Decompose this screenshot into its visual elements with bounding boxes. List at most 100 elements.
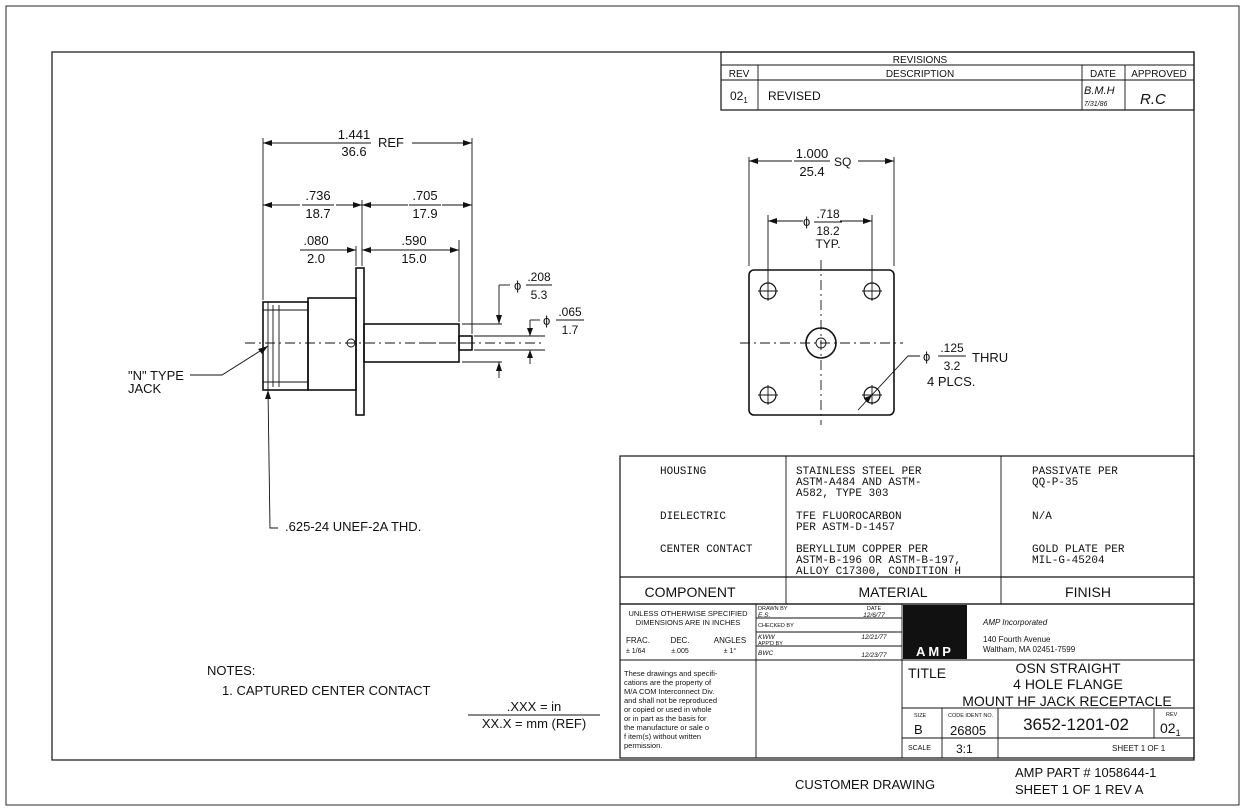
dim-body-length-mm: 15.0 xyxy=(401,251,426,266)
dim-flange-thickness-mm: 2.0 xyxy=(307,251,325,266)
finish-housing-line1: PASSIVATE PER xyxy=(1032,466,1118,478)
checked-by-value: KWW xyxy=(758,634,775,641)
revision-description: REVISED xyxy=(768,89,821,103)
drawn-date: 12/6/77 xyxy=(863,612,885,619)
finish-center-contact-line2: MIL-G-45204 xyxy=(1032,555,1105,567)
material-housing-line2: ASTM-A484 AND ASTM- xyxy=(796,477,921,489)
finish-center-contact-line1: GOLD PLATE PER xyxy=(1032,544,1125,556)
proprietary-line: or copied or used in whole xyxy=(624,705,712,714)
n-type-jack-body xyxy=(262,301,309,391)
revision-date-initials: B.M.H xyxy=(1084,85,1115,97)
material-table: HOUSING STAINLESS STEEL PER ASTM-A484 AN… xyxy=(619,455,1195,605)
finish-header: FINISH xyxy=(1065,584,1111,600)
jack-label-line1: "N" TYPE xyxy=(128,368,184,383)
unless-note-line1: UNLESS OTHERWISE SPECIFIED xyxy=(628,609,748,618)
dec-label: DEC. xyxy=(670,636,689,645)
revisions-table: REVISIONS REV DESCRIPTION DATE APPROVED … xyxy=(720,51,1195,111)
dim-front-length-inch: .736 xyxy=(305,188,330,203)
appd-date: 12/23/77 xyxy=(861,652,887,659)
notes: NOTES: 1. CAPTURED CENTER CONTACT .XXX =… xyxy=(207,663,600,731)
drawn-by-value: E.S. xyxy=(758,612,770,619)
flange xyxy=(355,267,365,416)
proprietary-notice: These drawings and specifi- cations are … xyxy=(624,669,718,750)
dim-pin-dia-mm: 1.7 xyxy=(562,323,579,337)
rev-column-header: REV xyxy=(729,69,750,80)
material-center-contact-line1: BERYLLIUM COPPER PER xyxy=(796,544,928,556)
checked-date: 12/21/77 xyxy=(861,634,887,641)
revision-approved-signature: R.C xyxy=(1140,91,1166,108)
material-housing-line1: STAINLESS STEEL PER xyxy=(796,466,922,478)
amp-part-number: AMP PART # 1058644-1 xyxy=(1015,765,1156,780)
units-inch: .XXX = in xyxy=(507,699,562,714)
dim-overall-length-mm: 36.6 xyxy=(341,144,366,159)
dim-front-length-mm: 18.7 xyxy=(305,206,330,221)
side-view: 1.441 36.6 REF .736 18.7 .705 17.9 .080 … xyxy=(128,127,584,534)
dim-bore-typ-label: TYP. xyxy=(815,237,840,251)
proprietary-line: the manufacture or sale o xyxy=(624,723,709,732)
company-address-line2: Waltham, MA 02451-7599 xyxy=(983,645,1076,654)
company-address-line1: 140 Fourth Avenue xyxy=(983,635,1051,644)
dim-square-inch: 1.000 xyxy=(796,146,829,161)
revision-date: 7/31/86 xyxy=(1084,101,1107,108)
jack-label-line2: JACK xyxy=(128,381,162,396)
flange-square xyxy=(748,269,895,416)
dim-body-dia-symbol: ϕ xyxy=(514,278,521,293)
page-border xyxy=(5,5,1240,806)
date-column-header: DATE xyxy=(1090,69,1116,80)
title-line3: MOUNT HF JACK RECEPTACLE xyxy=(962,693,1172,709)
dim-pin-dia-symbol: ϕ xyxy=(543,313,550,328)
dim-hole-dia-mm: 3.2 xyxy=(944,359,961,373)
front-view: 1.000 25.4 SQ ϕ .718 18.2 TYP. ϕ .125 3.… xyxy=(740,146,1008,425)
unless-note-line2: DIMENSIONS ARE IN INCHES xyxy=(636,618,741,627)
component-center-contact: CENTER CONTACT xyxy=(660,544,753,556)
company-name: AMP Incorporated xyxy=(982,618,1048,627)
component-housing: HOUSING xyxy=(660,466,706,478)
dim-square-label: SQ xyxy=(834,155,851,169)
drawing-frame xyxy=(51,51,1195,761)
title-label: TITLE xyxy=(908,665,946,681)
dim-overall-ref-label: REF xyxy=(378,135,404,150)
dim-body-length-inch: .590 xyxy=(401,233,426,248)
dim-pin-dia-inch: .065 xyxy=(558,305,582,319)
dim-hole-count-label: 4 PLCS. xyxy=(927,374,975,389)
center-bore xyxy=(805,327,837,359)
size-label: SIZE xyxy=(914,713,927,719)
material-header: MATERIAL xyxy=(859,584,928,600)
dim-bore-dia-inch: .718 xyxy=(816,207,840,221)
title-line1: OSN STRAIGHT xyxy=(1015,660,1120,676)
material-housing-line3: A582, TYPE 303 xyxy=(796,488,888,500)
note-item: 1. CAPTURED CENTER CONTACT xyxy=(222,683,431,698)
angles-value: ± 1° xyxy=(724,647,737,655)
mounting-holes xyxy=(758,281,882,405)
dim-square-mm: 25.4 xyxy=(799,164,824,179)
proprietary-line: These drawings and specifi- xyxy=(624,669,718,678)
scale-value: 3:1 xyxy=(956,742,973,756)
dim-rear-length-mm: 17.9 xyxy=(412,206,437,221)
material-center-contact-line2: ASTM-B-196 OR ASTM-B-197, xyxy=(796,555,961,567)
dim-bore-dia-mm: 18.2 xyxy=(816,224,840,238)
material-dielectric-line2: PER ASTM-D-1457 xyxy=(796,522,895,534)
proprietary-line: or in part as the basis for xyxy=(624,714,707,723)
dim-body-dia-mm: 5.3 xyxy=(531,288,548,302)
checked-by-label: CHECKED BY xyxy=(758,623,794,629)
dim-hole-dia-symbol: ϕ xyxy=(923,349,930,364)
proprietary-line: cations are the property of xyxy=(624,678,712,687)
component-dielectric: DIELECTRIC xyxy=(660,511,726,523)
appd-by-value: BWC xyxy=(758,650,773,657)
appd-by-label: APP'D BY xyxy=(758,641,783,647)
dec-value: ±.005 xyxy=(671,648,689,655)
rev-label: REV xyxy=(1166,712,1178,718)
proprietary-line: permission. xyxy=(624,741,662,750)
material-center-contact-line3: ALLOY C17300, CONDITION H xyxy=(796,566,961,578)
dim-hole-dia-inch: .125 xyxy=(940,341,964,355)
code-ident-value: 26805 xyxy=(950,723,986,738)
drawing-number: 3652-1201-02 xyxy=(1023,715,1129,734)
notes-title: NOTES: xyxy=(207,663,255,678)
amp-logo-text: AMP xyxy=(916,644,954,659)
revisions-title: REVISIONS xyxy=(893,55,948,66)
title-line2: 4 HOLE FLANGE xyxy=(1013,676,1123,692)
thread-label: .625-24 UNEF-2A THD. xyxy=(285,519,421,534)
units-mm: XX.X = mm (REF) xyxy=(482,716,586,731)
dim-bore-dia-symbol: ϕ xyxy=(803,214,810,229)
